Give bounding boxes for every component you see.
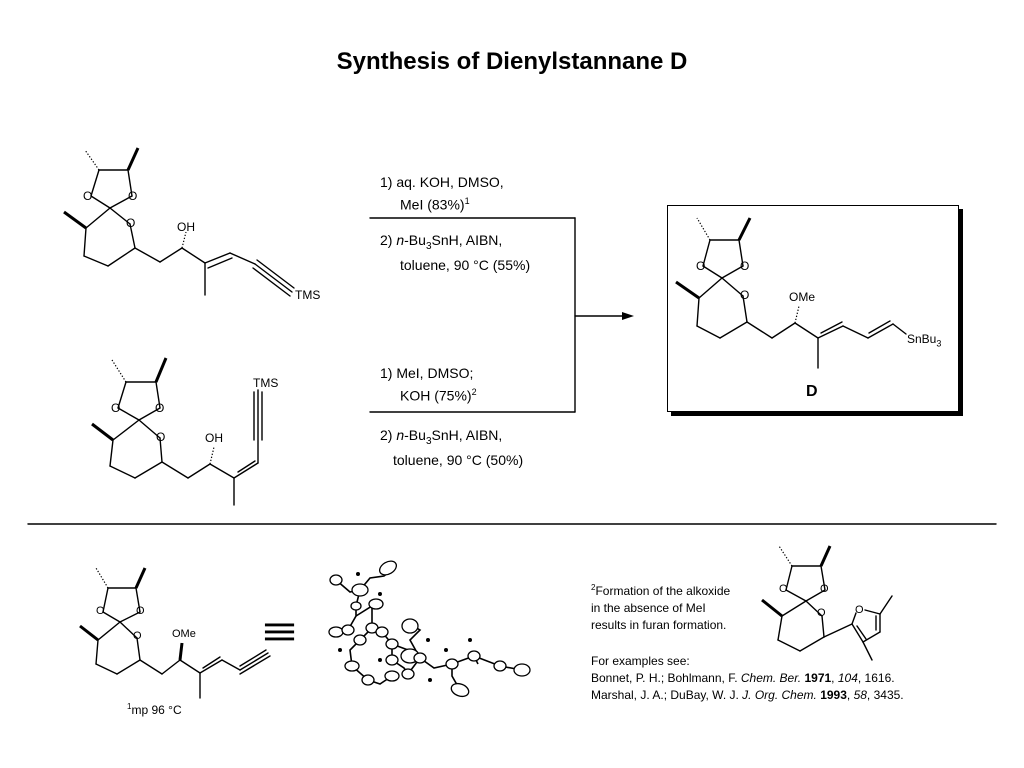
references-heading: For examples see: <box>591 654 690 668</box>
atom-oh: OH <box>205 431 223 445</box>
page-title: Synthesis of Dienylstannane D <box>336 48 688 75</box>
route1-conditions-step1: 1) aq. KOH, DMSO, MeI (83%)1 <box>380 174 504 213</box>
atom-o: O <box>155 401 165 415</box>
atom-o: O <box>855 604 864 616</box>
footnote-furan: 2Formation of the alkoxide in the absenc… <box>591 583 731 632</box>
atom-ome: OMe <box>789 290 816 304</box>
section-divider <box>27 523 997 525</box>
atom-o: O <box>83 189 93 203</box>
atom-o: O <box>817 607 826 619</box>
route2-conditions-step1: 1) MeI, DMSO; KOH (75%)2 <box>380 365 477 404</box>
atom-o: O <box>136 605 145 617</box>
atom-oh: OH <box>177 220 195 234</box>
atom-o: O <box>111 401 121 415</box>
atom-o: O <box>126 216 136 230</box>
route2-conditions-step2: 2) n-Bu3SnH, AIBN, toluene, 90 °C (50%) <box>380 427 524 468</box>
atom-o: O <box>820 583 829 595</box>
structure-sm-top <box>63 147 295 297</box>
atom-o: O <box>779 583 788 595</box>
structure-sm-bottom <box>91 357 263 506</box>
melting-point-note: 1mp 96 °C <box>127 702 182 717</box>
route1-conditions-step2: 2) n-Bu3SnH, AIBN, toluene, 90 °C (55%) <box>380 232 531 273</box>
atom-o: O <box>133 630 142 642</box>
atom-o: O <box>96 605 105 617</box>
references: For examples see: Bonnet, P. H.; Bohlman… <box>591 653 904 704</box>
atom-tms: TMS <box>253 376 279 390</box>
atom-ome: OMe <box>172 628 196 640</box>
atom-o: O <box>128 189 138 203</box>
atom-tms: TMS <box>295 288 321 302</box>
reference-2: Marshal, J. A.; DuBay, W. J. J. Org. Che… <box>591 688 904 702</box>
atom-sn: SnBu3 <box>907 332 942 349</box>
structure-methyl-ether <box>79 567 271 699</box>
xray-crystal-structure <box>328 560 531 698</box>
equivalence-symbol: ≡ <box>262 610 298 654</box>
product-box <box>667 205 959 412</box>
reaction-bracket-arrow <box>369 217 634 413</box>
structure-product-d <box>675 217 907 369</box>
product-label: D <box>806 383 818 400</box>
atom-o: O <box>696 259 706 273</box>
atom-o: O <box>740 288 750 302</box>
structure-furan-byproduct <box>761 545 893 661</box>
reference-1: Bonnet, P. H.; Bohlmann, F. Chem. Ber. 1… <box>591 671 895 685</box>
atom-o: O <box>156 430 166 444</box>
atom-o: O <box>740 259 750 273</box>
